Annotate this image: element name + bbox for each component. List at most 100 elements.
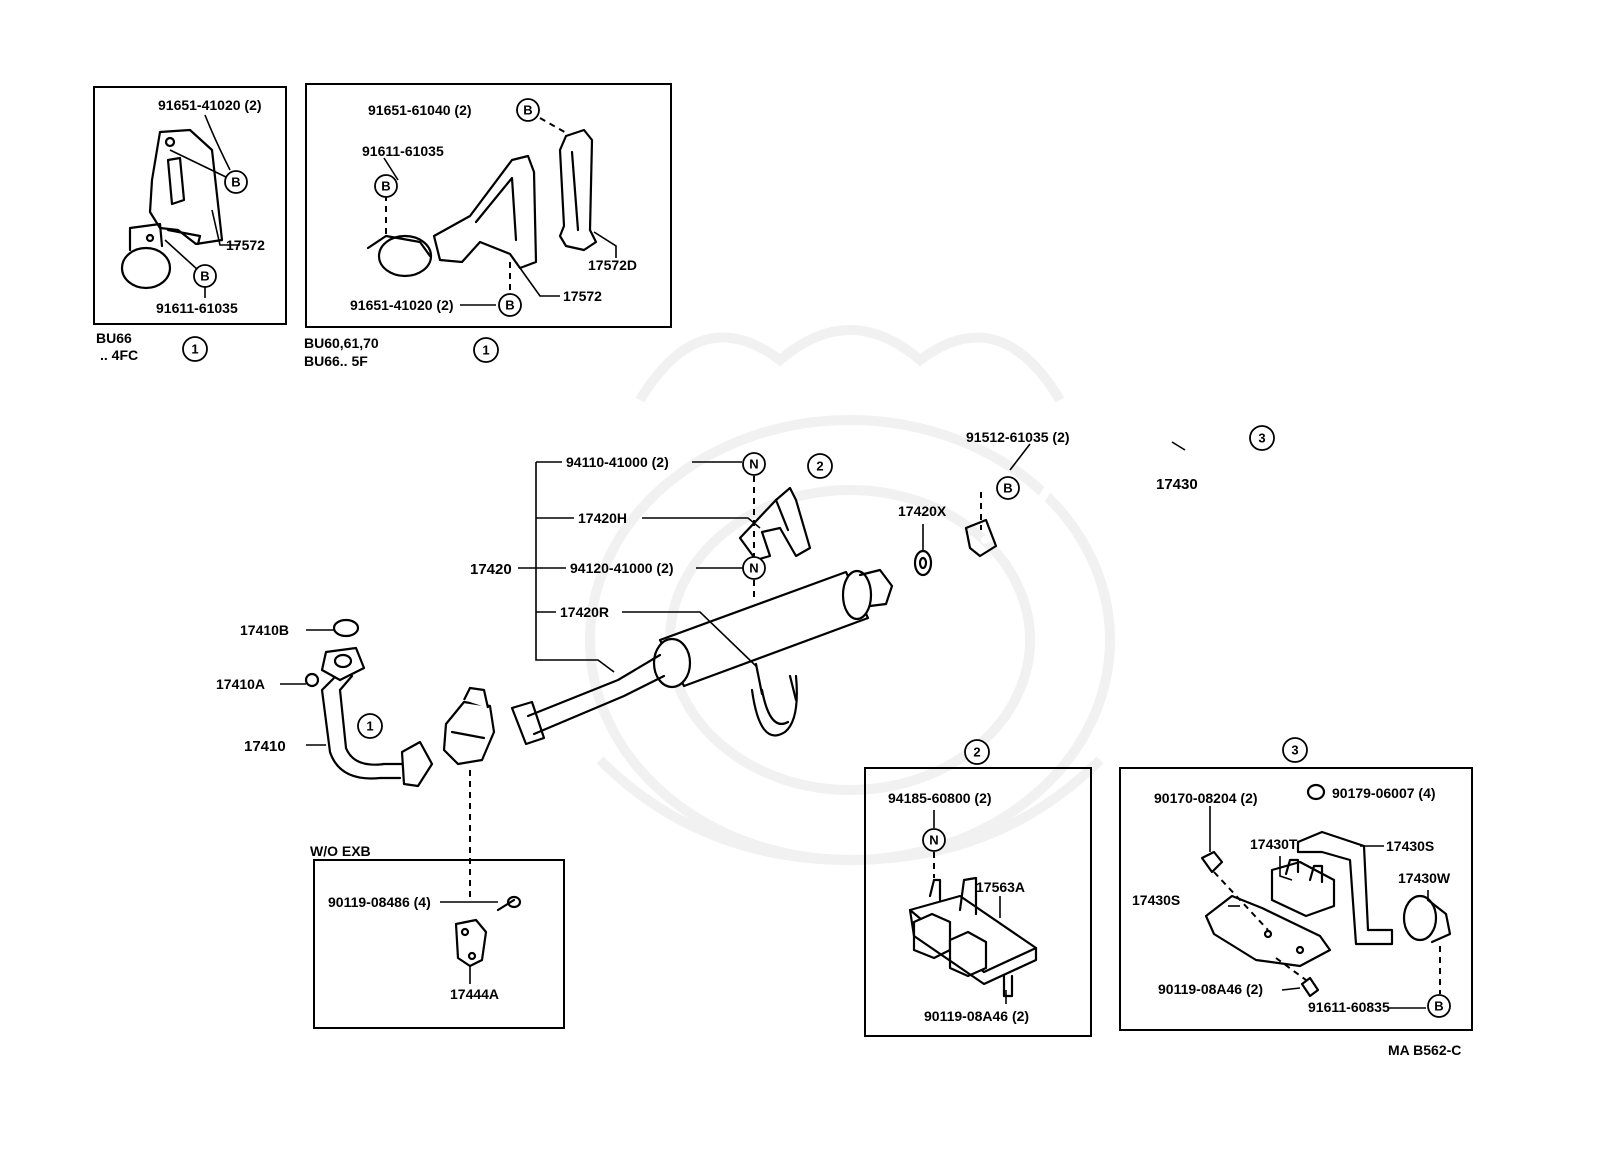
- bracket-17430s-right: [1296, 830, 1394, 946]
- index-mark-3: 3: [1249, 425, 1275, 451]
- clamp-17430w: [1402, 894, 1452, 944]
- part-label: 91611-61035: [156, 300, 238, 316]
- svg-text:1: 1: [366, 719, 373, 734]
- leader-line: [204, 114, 231, 171]
- clamp-band: [366, 234, 433, 278]
- svg-text:B: B: [200, 269, 209, 284]
- mount-17563a: [908, 876, 1038, 986]
- part-label: 17430S: [1132, 892, 1180, 908]
- index-mark-1: 1: [182, 336, 208, 362]
- muffler-inlet-pipe: [510, 653, 666, 746]
- leader-line: [1281, 987, 1301, 991]
- leader-line: [642, 517, 761, 529]
- watermark-logo: [585, 325, 1115, 866]
- part-label: 17420R: [560, 604, 609, 620]
- part-label: 17410B: [240, 622, 289, 638]
- inset-3: 3: [1119, 737, 1473, 1031]
- part-label: 17410: [244, 738, 286, 755]
- part-label: 91512-61035 (2): [966, 429, 1070, 445]
- svg-text:1: 1: [482, 343, 489, 358]
- part-label: 90119-08A46 (2): [924, 1008, 1029, 1024]
- part-label: 17430S: [1386, 838, 1434, 854]
- svg-text:N: N: [749, 561, 758, 576]
- svg-text:B: B: [381, 179, 390, 194]
- svg-text:2: 2: [816, 459, 823, 474]
- svg-text:1: 1: [191, 342, 198, 357]
- part-label: 17420H: [578, 510, 627, 526]
- tail-pipe-17430: [964, 394, 1266, 558]
- cover-17444a: [454, 918, 488, 968]
- assembly-line: [539, 117, 569, 135]
- nut-90179-06007: [1306, 783, 1326, 801]
- gasket-17410b: [332, 618, 360, 638]
- inset-2-frame: [864, 767, 1092, 1037]
- part-label: 17572: [563, 288, 602, 304]
- inset-caption: BU66.. 5F: [304, 353, 368, 369]
- inset-title: W/O EXB: [310, 843, 371, 859]
- mount-17430t: [1270, 858, 1336, 918]
- part-label: 94185-60800 (2): [888, 790, 992, 806]
- group-bracket: [535, 462, 615, 673]
- hanger-17420r: [750, 662, 798, 737]
- figure-id: MA B562-C: [1388, 1042, 1461, 1058]
- leader-line: [211, 209, 240, 246]
- bolt-callout-b: B: [224, 170, 248, 194]
- part-label: 91651-41020 (2): [158, 97, 262, 113]
- part-label: 91611-60835: [1308, 999, 1390, 1015]
- leader-line: [1171, 441, 1186, 451]
- leader-line: [164, 239, 199, 271]
- part-label: 17420: [470, 561, 512, 578]
- leader-line: [1009, 443, 1031, 471]
- muffler-17420: [652, 568, 894, 689]
- leader-line: [593, 231, 617, 258]
- bracket-17572d: [558, 128, 598, 252]
- svg-text:2: 2: [973, 745, 980, 760]
- bracket-17420h: [738, 486, 812, 562]
- part-label: 17444A: [450, 986, 499, 1002]
- svg-text:N: N: [749, 457, 758, 472]
- part-label: 90119-08A46 (2): [1158, 981, 1263, 997]
- nut-callout-n: N: [922, 828, 946, 852]
- inset-caption: .. 4FC: [100, 347, 138, 363]
- part-label: 90179-06007 (4): [1332, 785, 1436, 801]
- gasket-17420x: [913, 549, 933, 577]
- index-mark-3: 3: [1282, 737, 1308, 763]
- inset-caption: BU60,61,70: [304, 335, 379, 351]
- front-pipe-17410: [320, 646, 434, 788]
- svg-text:B: B: [505, 298, 514, 313]
- bracket-17572: [432, 154, 538, 270]
- svg-text:B: B: [231, 175, 240, 190]
- clamp-small: [120, 222, 172, 290]
- part-label: 94120-41000 (2): [570, 560, 674, 576]
- index-mark-1: 1: [357, 713, 383, 739]
- bolt-callout-b: B: [1427, 994, 1451, 1018]
- part-label: 17430: [1156, 476, 1198, 493]
- leader-line: [622, 611, 757, 667]
- leader-line: [383, 157, 399, 181]
- index-mark-2: 2: [964, 739, 990, 765]
- part-label: 17572: [226, 237, 265, 253]
- svg-text:B: B: [523, 103, 532, 118]
- inset-bu66-4fc-frame: [93, 86, 287, 325]
- leader-line: [519, 267, 560, 297]
- part-label: 17430W: [1398, 870, 1451, 886]
- catalytic-converter: [442, 686, 496, 766]
- part-label: 91651-41020 (2): [350, 297, 454, 313]
- part-label: 90119-08486 (4): [328, 894, 431, 910]
- bolt-callout-b: B: [516, 98, 540, 122]
- bracket-17572-small: [148, 128, 224, 246]
- gasket-17410a: [304, 672, 320, 688]
- part-label: 90170-08204 (2): [1154, 790, 1258, 806]
- svg-text:3: 3: [1258, 431, 1265, 446]
- part-label: 94110-41000 (2): [566, 454, 669, 470]
- inset-3-frame: [1119, 767, 1473, 1031]
- inset-wo-exb-frame: [313, 859, 565, 1029]
- bolt-callout-b: B: [193, 264, 217, 288]
- bolt-90119-08486: [496, 895, 522, 912]
- index-mark-2: 2: [807, 453, 833, 479]
- bolt-callout-b: B: [996, 476, 1020, 500]
- inset-caption: BU66: [96, 330, 132, 346]
- bolt-90170-08204: [1200, 850, 1224, 874]
- inset-2: 2 N 94185-60800 (2) 17563A 90119-08A46 (…: [864, 739, 1092, 1037]
